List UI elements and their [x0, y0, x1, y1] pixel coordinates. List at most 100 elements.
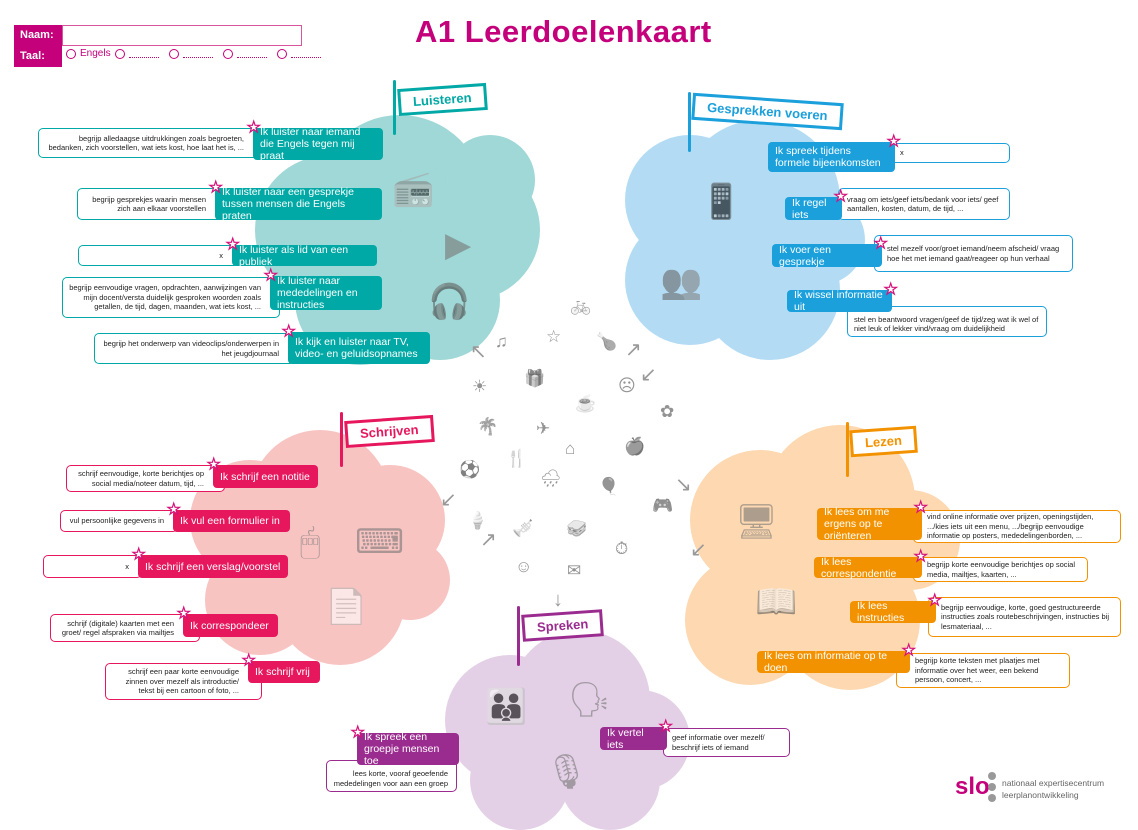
spreken-cloud-part	[470, 730, 570, 830]
gesprekken-goal-label[interactable]: Ik regel iets	[785, 197, 842, 221]
schrijven-goal-label[interactable]: Ik schrijf een notitie	[213, 465, 318, 488]
gesprekken-goal-label[interactable]: Ik spreek tijdens formele bijeenkomsten	[768, 142, 895, 172]
ice-cream-icon: 🍦	[467, 511, 489, 530]
balloons-icon: 🎈	[598, 477, 620, 496]
schrijven-flag-pole	[340, 412, 343, 467]
gift-icon: 🎁	[524, 369, 546, 388]
luisteren-goal-label[interactable]: Ik kijk en luister naar TV, video- en ge…	[288, 332, 430, 364]
luisteren-goal-label[interactable]: Ik luister naar mededelingen en instruct…	[270, 275, 382, 311]
gesprekken-flag-title: Gesprekken voeren	[691, 92, 844, 131]
keyboard-icon: ⌨	[355, 523, 405, 561]
star-icon[interactable]: ★	[658, 718, 673, 735]
palm-tree-icon: 🌴	[477, 417, 499, 436]
star-icon[interactable]: ★	[241, 652, 256, 669]
star-icon[interactable]: ★	[131, 546, 146, 563]
luisteren-goal-description: x	[78, 245, 240, 266]
star-icon[interactable]: ★	[176, 605, 191, 622]
gesprekken-goal-description: x	[890, 143, 1010, 163]
star-icon[interactable]: ★	[208, 179, 223, 196]
name-label: Naam:	[14, 25, 62, 46]
gesprekken-goal-description: vraag om iets/geef iets/bedank voor iets…	[838, 188, 1010, 220]
star-icon[interactable]: ★	[833, 188, 848, 205]
spreken-goal-label[interactable]: Ik vertel iets	[600, 727, 667, 751]
lezen-goal-label[interactable]: Ik lees instructies	[850, 600, 936, 624]
lezen-goal-description: begrijp eenvoudige, korte, goed gestruct…	[928, 597, 1121, 637]
star-icon[interactable]: ★	[206, 456, 221, 473]
rain-cloud-icon: 🌧	[540, 469, 562, 488]
star-icon[interactable]: ★	[350, 724, 365, 741]
star-icon[interactable]: ★	[886, 133, 901, 150]
name-input[interactable]	[62, 25, 302, 46]
gesprekken-flag-pole	[688, 92, 691, 152]
lezen-flag-pole	[846, 422, 849, 477]
schrijven-goal-label[interactable]: Ik correspondeer	[183, 614, 278, 637]
language-radio-3[interactable]	[168, 48, 179, 59]
star-icon[interactable]: ★	[873, 235, 888, 252]
schrijven-goal-label[interactable]: Ik schrijf een verslag/voorstel	[138, 555, 288, 578]
language-radio-engels[interactable]	[66, 48, 76, 59]
football-icon: ⚽	[459, 460, 481, 479]
bicycle-icon: 🚲	[570, 296, 592, 315]
document-icon: 📄	[325, 588, 368, 626]
star-icon[interactable]: ★	[883, 281, 898, 298]
schrijven-goal-label[interactable]: Ik schrijf vrij	[248, 661, 320, 683]
arrow-schrijven-in: ↗	[480, 529, 497, 551]
language-blank-3[interactable]	[182, 50, 213, 58]
spreken-goal-label[interactable]: Ik spreek een groepje mensen toe	[357, 731, 459, 767]
language-blank-2[interactable]	[128, 50, 159, 58]
gesprekken-goal-description: stel mezelf voor/groet iemand/neem afsch…	[874, 235, 1073, 272]
radio-icon: 📻	[392, 170, 435, 208]
star-icon[interactable]: ★	[901, 642, 916, 659]
sad-face-icon: ☹	[618, 376, 636, 395]
gesprekken-goal-label[interactable]: Ik wissel informatie uit	[787, 289, 892, 313]
star-icon[interactable]: ★	[927, 592, 942, 609]
language-radio-5[interactable]	[276, 48, 287, 59]
star-icon[interactable]: ★	[913, 548, 928, 565]
language-blank-4[interactable]	[236, 50, 267, 58]
speaker-icon: 🗣	[568, 681, 612, 719]
star-icon[interactable]: ★	[263, 267, 278, 284]
lezen-goal-description: begrijp korte teksten met plaatjes met i…	[896, 653, 1070, 688]
luisteren-goal-description: begrijp eenvoudige vragen, opdrachten, a…	[62, 277, 280, 318]
mug-icon: ☕	[575, 394, 597, 413]
lezen-goal-label[interactable]: Ik lees correspondentie	[814, 556, 922, 580]
devices-icon: 🖥	[735, 503, 779, 541]
language-radio-2[interactable]	[114, 48, 125, 59]
arrow-gesprekken-out: ↙	[640, 364, 657, 386]
star-icon[interactable]: ★	[225, 236, 240, 253]
logo-dots	[988, 772, 996, 805]
language-blank-5[interactable]	[290, 50, 321, 58]
star-icon[interactable]: ★	[913, 499, 928, 516]
luisteren-goal-description: begrijp het onderwerp van videoclips/ond…	[94, 333, 295, 364]
lezen-flag-title: Lezen	[849, 425, 918, 458]
sandwich-icon: 🥪	[566, 519, 588, 538]
star-icon[interactable]: ★	[166, 501, 181, 518]
language-radio-4[interactable]	[222, 48, 233, 59]
luisteren-goal-label[interactable]: Ik luister naar iemand die Engels tegen …	[253, 126, 383, 162]
stopwatch-icon: ⏱	[615, 539, 629, 558]
luisteren-flag-title: Luisteren	[397, 82, 488, 117]
language-label: Taal:	[14, 46, 62, 67]
name-language-form: Naam: Taal: Engels	[14, 25, 321, 67]
star-icon[interactable]: ★	[281, 323, 296, 340]
headphones-icon: 🎧	[428, 283, 471, 321]
schrijven-goal-label[interactable]: Ik vul een formulier in	[173, 510, 290, 532]
lezen-goal-label[interactable]: Ik lees om me ergens op te oriënteren	[817, 506, 922, 542]
luisteren-goal-label[interactable]: Ik luister als lid van een publiek	[232, 244, 377, 268]
arrow-to-gesprekken: ↗	[625, 339, 642, 361]
gesprekken-goal-label[interactable]: Ik voer een gesprekje	[772, 244, 882, 268]
smartphone-icon: 📱	[700, 183, 743, 221]
mouse-icon: 🖱	[300, 523, 321, 561]
audience-icon: 👪	[485, 688, 528, 726]
luisteren-cloud-part	[445, 135, 535, 225]
star-icon: ☆	[546, 327, 562, 346]
cutlery-icon: 🍴	[506, 449, 528, 468]
star-icon[interactable]: ★	[246, 119, 261, 136]
luisteren-goal-label[interactable]: Ik luister naar een gesprekje tussen men…	[215, 186, 382, 222]
envelope-icon: ✉	[567, 561, 582, 580]
apple-icon: 🍎	[624, 437, 646, 456]
arrow-to-spreken: ↓	[553, 589, 563, 611]
lezen-goal-label[interactable]: Ik lees om informatie op te doen	[757, 650, 910, 674]
chicken-leg-icon: 🍗	[596, 332, 618, 351]
